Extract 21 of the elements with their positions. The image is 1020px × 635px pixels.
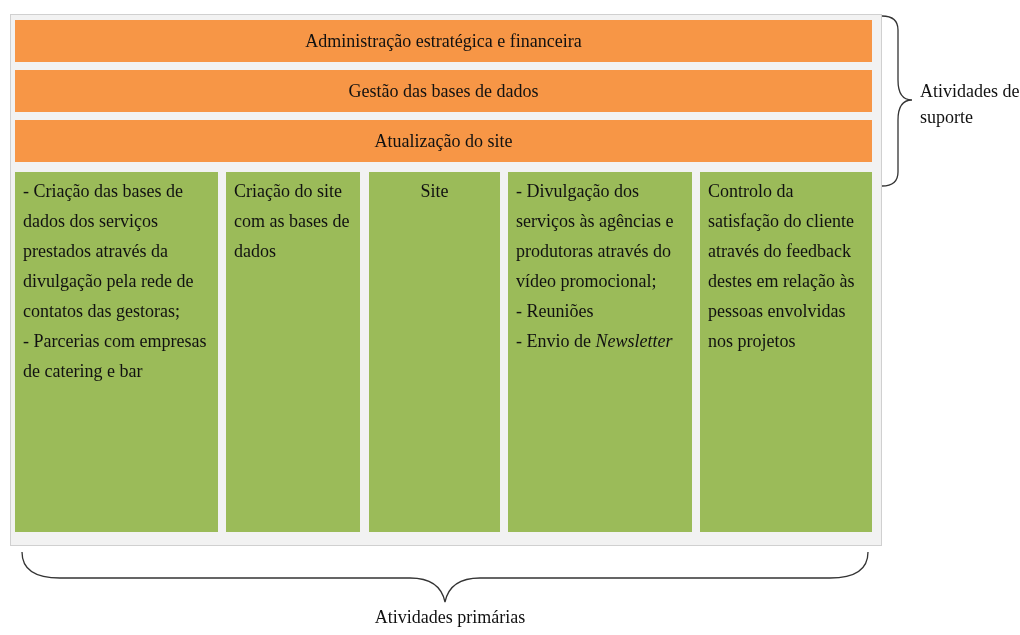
activity-text: Criação do site com as bases de dados xyxy=(234,180,351,263)
activity-text: - Envio de Newsletter xyxy=(516,330,674,353)
activity-column xyxy=(226,172,360,532)
activity-text: Controlo da satisfação do cliente através do feedback destes em relação às pessoas envolvidas nos projetos xyxy=(708,180,856,353)
support-label: Atividades de suporte xyxy=(920,80,1020,129)
band-title: Gestão das bases de dados xyxy=(348,80,539,103)
activity-column xyxy=(700,172,872,532)
activity-text: - Criação das bases de dados dos serviços prestados através da divulgação pela rede de contatos das gestoras; xyxy=(23,180,195,323)
activity-text: - Reuniões xyxy=(516,300,595,323)
activity-text: - Divulgação dos serviços às agências e produtoras através do vídeo promocional; xyxy=(516,180,675,293)
band xyxy=(15,70,872,112)
primary-label: Atividades primárias xyxy=(373,606,527,629)
activity-column xyxy=(369,172,500,532)
activity-column xyxy=(15,172,218,532)
activity-column xyxy=(508,172,692,532)
activity-text: Site xyxy=(419,180,450,203)
band-title: Atualização do site xyxy=(374,130,513,153)
band xyxy=(15,20,872,62)
activity-text: - Parcerias com empresas de catering e bar xyxy=(23,330,208,383)
band-title: Administração estratégica e financeira xyxy=(305,30,582,53)
band xyxy=(15,120,872,162)
